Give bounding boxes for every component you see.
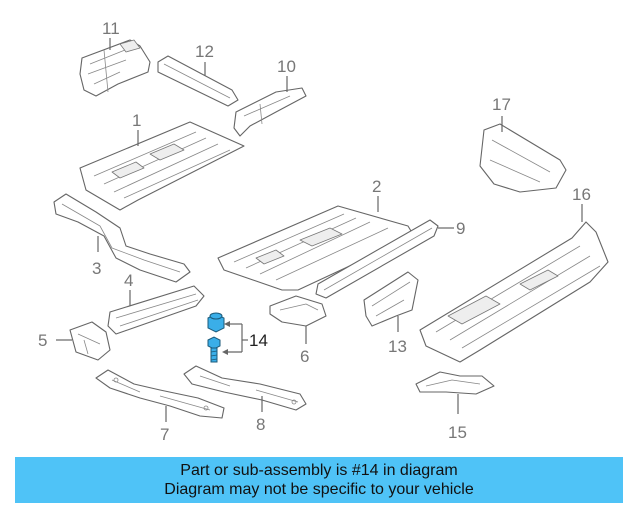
part-2-main-floor[interactable] bbox=[217, 205, 415, 291]
part-4-sill-rail[interactable] bbox=[107, 285, 205, 335]
callout-9: 9 bbox=[456, 219, 465, 238]
banner-line-1: Part or sub-assembly is #14 in diagram bbox=[180, 462, 458, 479]
part-3-side-rail[interactable] bbox=[53, 193, 191, 283]
callout-14: 14 bbox=[249, 331, 268, 350]
info-banner: Part or sub-assembly is #14 in diagram D… bbox=[15, 457, 623, 503]
part-15-bracket[interactable] bbox=[415, 371, 495, 395]
part-9-rail[interactable] bbox=[315, 219, 439, 299]
part-10-bracket[interactable] bbox=[233, 87, 307, 137]
callout-5: 5 bbox=[38, 331, 47, 350]
part-13-pillar-bracket[interactable] bbox=[363, 271, 419, 327]
nut-icon bbox=[207, 312, 225, 333]
callout-17: 17 bbox=[492, 95, 511, 114]
part-1-floor-pan[interactable] bbox=[79, 121, 245, 211]
callout-15: 15 bbox=[448, 423, 467, 442]
callout-1: 1 bbox=[132, 111, 141, 130]
part-17-wheelhouse-panel[interactable] bbox=[479, 123, 567, 193]
callout-2: 2 bbox=[372, 177, 381, 196]
callout-4: 4 bbox=[124, 271, 133, 290]
callout-3: 3 bbox=[92, 259, 101, 278]
banner-line-2: Diagram may not be specific to your vehi… bbox=[164, 481, 474, 498]
callout-6: 6 bbox=[300, 347, 309, 366]
part-5-bracket[interactable] bbox=[69, 321, 111, 361]
leader-14 bbox=[222, 321, 248, 355]
part-6-bracket[interactable] bbox=[269, 295, 327, 327]
part-14-fasteners[interactable] bbox=[207, 312, 225, 363]
callout-12: 12 bbox=[195, 42, 214, 61]
parts-diagram: 11 12 10 1 3 4 5 bbox=[38, 19, 609, 444]
part-7-crossmember[interactable] bbox=[95, 369, 225, 419]
part-12-rail[interactable] bbox=[157, 55, 239, 107]
part-8-crossmember[interactable] bbox=[183, 365, 307, 411]
callout-8: 8 bbox=[256, 415, 265, 434]
callout-7: 7 bbox=[160, 425, 169, 444]
bolt-icon bbox=[207, 336, 221, 363]
callout-11: 11 bbox=[102, 19, 120, 38]
callout-13: 13 bbox=[388, 337, 407, 356]
callout-16: 16 bbox=[572, 185, 591, 204]
callout-10: 10 bbox=[277, 57, 296, 76]
part-11-bracket[interactable] bbox=[79, 39, 151, 97]
part-16-rear-floor[interactable] bbox=[419, 221, 609, 363]
